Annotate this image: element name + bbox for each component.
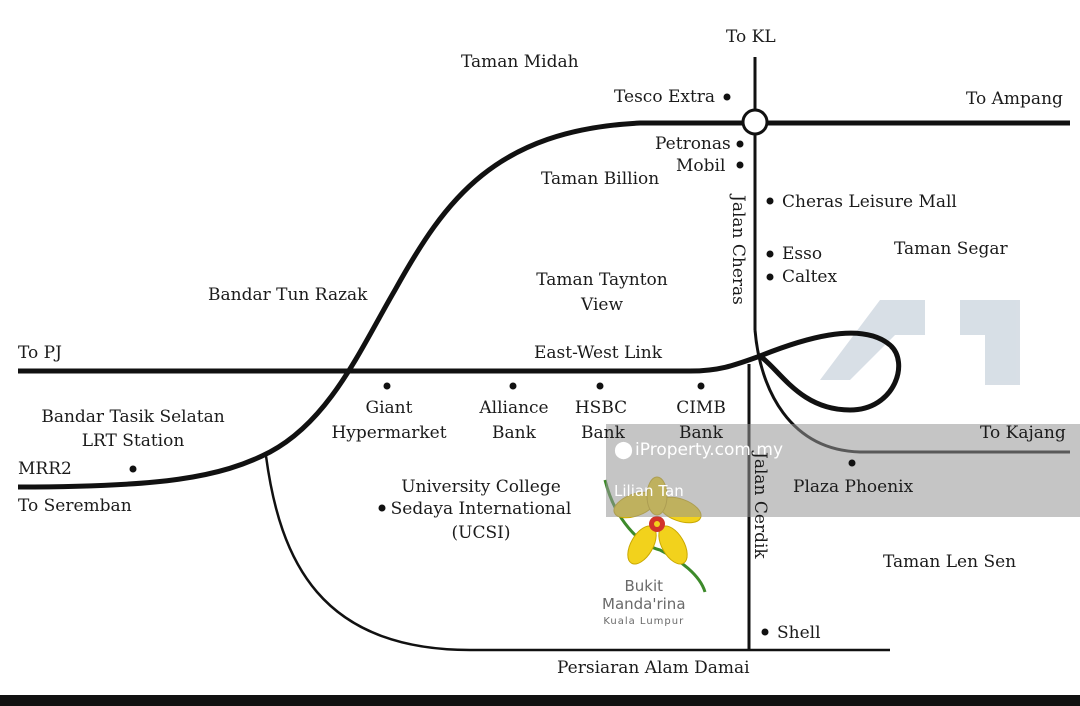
logo-line-1: Bukit xyxy=(624,577,664,595)
label-taman-taynton-view: View xyxy=(580,295,624,315)
bottom-bar xyxy=(0,695,1080,706)
label-to-ampang: To Ampang xyxy=(966,89,1063,109)
watermark-band xyxy=(606,424,1080,517)
poi-dot-tesco xyxy=(723,93,731,101)
road-east-west-link xyxy=(18,330,902,413)
label-east-west-link: East-West Link xyxy=(534,343,662,363)
label-bandar-tasik-selatan: Bandar Tasik Selatan xyxy=(41,407,225,427)
watermark-agent: Lilian Tan xyxy=(614,482,684,500)
label-hsbc: HSBC xyxy=(574,398,628,418)
watermark-brand-text: iProperty.com.my xyxy=(635,440,784,460)
label-bandar-tun-razak: Bandar Tun Razak xyxy=(208,285,368,305)
label-lrt-station: LRT Station xyxy=(81,431,185,451)
label-ucsi-line3: (UCSI) xyxy=(451,523,511,543)
label-taman-taynton: Taman Taynton xyxy=(536,270,668,290)
label-persiaran-alam-damai: Persiaran Alam Damai xyxy=(557,658,750,678)
location-pin-icon: ⬤ xyxy=(614,440,634,460)
label-jalan-cerdik: Jalan Cerdik xyxy=(750,452,770,559)
label-mrr2: MRR2 xyxy=(18,459,72,479)
label-cimb: CIMB xyxy=(676,398,726,418)
poi-dot-cheras-leisure-mall xyxy=(766,197,774,205)
label-hypermarket: Hypermarket xyxy=(331,423,447,443)
poi-dot-mobil xyxy=(736,161,744,169)
label-to-seremban: To Seremban xyxy=(18,496,132,516)
label-taman-segar: Taman Segar xyxy=(894,239,1008,259)
label-cheras-leisure-mall: Cheras Leisure Mall xyxy=(782,192,957,212)
label-taman-len-sen: Taman Len Sen xyxy=(883,552,1017,572)
label-alliance: Alliance xyxy=(479,398,549,418)
label-esso: Esso xyxy=(782,244,823,264)
road-persiaran-alam-damai xyxy=(264,455,890,652)
label-petronas: Petronas xyxy=(655,134,731,154)
label-to-kl: To KL xyxy=(726,27,776,47)
poi-dot-cimb xyxy=(697,382,705,390)
label-mobil: Mobil xyxy=(676,156,726,176)
poi-dot-hsbc xyxy=(596,382,604,390)
label-caltex: Caltex xyxy=(782,267,838,287)
poi-dot-giant xyxy=(383,382,391,390)
poi-dot-petronas xyxy=(736,140,744,148)
faint-logo-mark xyxy=(820,300,1020,385)
label-hsbc-bank: Bank xyxy=(581,423,625,443)
label-cimb-bank: Bank xyxy=(679,423,723,443)
logo-line-3: Kuala Lumpur xyxy=(603,616,685,627)
roundabout xyxy=(741,108,769,136)
poi-dot-plaza-phoenix xyxy=(848,459,856,467)
label-alliance-bank: Bank xyxy=(492,423,536,443)
label-jalan-cheras: Jalan Cheras xyxy=(728,195,748,305)
label-ucsi-line2: Sedaya International xyxy=(390,499,572,519)
road-mrr2 xyxy=(17,120,742,490)
logo-line-2: Manda'rina xyxy=(602,595,686,613)
label-ucsi-line1: University College xyxy=(401,477,561,497)
label-taman-midah: Taman Midah xyxy=(461,52,579,72)
poi-dot-alliance xyxy=(509,382,517,390)
label-to-kajang: To Kajang xyxy=(980,423,1066,443)
poi-dot-esso xyxy=(766,250,774,258)
label-giant: Giant xyxy=(365,398,413,418)
poi-dot-shell xyxy=(761,628,769,636)
label-plaza-phoenix: Plaza Phoenix xyxy=(793,477,914,497)
label-to-pj: To PJ xyxy=(18,343,62,363)
poi-dot-bandar-tasik-selatan xyxy=(129,465,137,473)
watermark-brand: ⬤iProperty.com.my xyxy=(614,440,783,460)
poi-dot-ucsi xyxy=(378,504,386,512)
label-taman-billion: Taman Billion xyxy=(541,169,660,189)
label-tesco-extra: Tesco Extra xyxy=(614,87,716,107)
poi-dot-caltex xyxy=(766,273,774,281)
label-shell: Shell xyxy=(777,623,821,643)
bukit-mandarina-logo-text: Bukit Manda'rina Kuala Lumpur xyxy=(602,577,686,631)
